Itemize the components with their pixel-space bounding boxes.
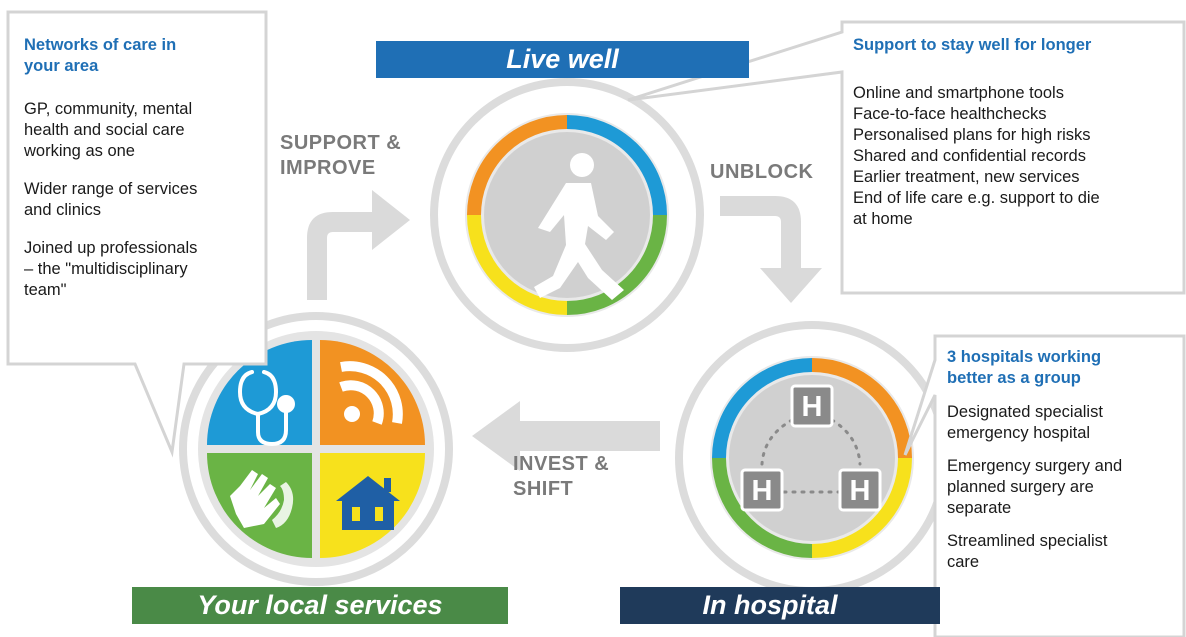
callout-stay-well-item: at home [853,210,913,228]
callout-networks-item: Wider range of services and clinics [24,179,262,221]
banner-live-well: Live well [506,44,619,74]
callout-stay-well-list: Online and smartphone tools Face-to-face… [853,83,1178,230]
callout-hospitals-item2-line1: Emergency surgery and [947,457,1123,475]
callout-stay-well: Support to stay well for longer Online a… [853,35,1178,230]
hospital-circle: H H H [675,321,949,595]
callout-hospitals-item1-line2: emergency hospital [947,424,1091,442]
callout-stay-well-item: Shared and confidential records [853,147,1086,165]
ring-green [566,214,667,315]
callout-stay-well-item: Personalised plans for high risks [853,126,1091,144]
ring-blue [566,115,667,216]
callout-hospitals-item3-line1: Streamlined specialist [947,532,1108,550]
hospital-h-icon: H H H [740,384,882,512]
hands-icon [230,470,294,528]
callout-hospitals-title-line1: 3 hospitals working [947,348,1102,366]
hospital-letter-left: H [752,475,773,507]
callout-hospitals-title-line2: better as a group [947,369,1081,387]
callout-networks-item1-line1: GP, community, mental [24,100,193,118]
callout-frames [6,10,1186,637]
stethoscope-icon [237,370,295,447]
callout-networks-item3-line2: – the "multidisciplinary [24,260,188,278]
callout-hospitals-item: Emergency surgery and planned surgery ar… [947,456,1179,519]
callout-stay-well-item: Face-to-face healthchecks [853,105,1047,123]
rss-icon [339,361,403,425]
callout-hospitals-item2-line3: separate [947,499,1012,517]
hospital-letter-right: H [850,475,871,507]
callout-networks-item1-line3: working as one [24,142,135,160]
callout-networks-title: Networks of care in your area [24,35,262,77]
callout-networks-item: Joined up professionals – the "multidisc… [24,238,262,301]
label-support-improve-line1: SUPPORT & [280,132,402,154]
label-support-improve: SUPPORT & IMPROVE [280,131,401,181]
callout-hospitals-item: Streamlined specialist care [947,531,1179,573]
callout-hospitals-item1-line1: Designated specialist [947,403,1103,421]
callout-networks-title-line2: your area [24,57,99,75]
ring-yellow [467,214,568,315]
callout-networks-title-line1: Networks of care in [24,36,177,54]
callout-hospitals-title: 3 hospitals working better as a group [947,347,1179,389]
callout-stay-well-item: Online and smartphone tools [853,84,1064,102]
ring-yellow-h [811,457,912,558]
ring-green-h [712,457,813,558]
callout-hospitals-item2-line2: planned surgery are [947,478,1094,496]
callout-networks-item2-line1: Wider range of services [24,180,198,198]
hospital-connectors [760,418,862,494]
callout-hospitals-item3-line2: care [947,553,980,571]
arrow-invest-shift [472,401,660,471]
flow-arrows [307,190,822,471]
ring-orange [467,115,568,216]
banner-hospital-bg [620,587,940,624]
local-services-circle [179,312,453,586]
label-invest-shift: INVEST & SHIFT [513,452,609,502]
callout-networks-item1-line2: health and social care [24,121,185,139]
home-icon [336,476,400,530]
ring-orange-h [811,358,912,459]
banner-local-bg [132,587,508,624]
label-unblock: UNBLOCK [710,161,814,183]
label-invest-shift-line2: SHIFT [513,478,574,500]
banner-live-well-bg [376,41,749,78]
walking-person-icon [534,153,624,300]
callout-networks: Networks of care in your area GP, commun… [24,35,262,301]
callout-hospitals-item: Designated specialist emergency hospital [947,402,1179,444]
arrow-unblock [720,196,822,303]
arrow-support-improve [307,190,410,300]
label-invest-shift-line1: INVEST & [513,453,610,475]
callout-networks-item3-line3: team" [24,281,67,299]
banner-in-hospital: In hospital [702,590,838,620]
live-well-circle [430,78,704,352]
label-support-improve-line2: IMPROVE [280,157,376,179]
hospital-letter-top: H [802,391,823,423]
callout-networks-item3-line1: Joined up professionals [24,239,198,257]
ring-blue-h [712,358,813,459]
callout-stay-well-title: Support to stay well for longer [853,36,1092,54]
callout-networks-item2-line2: and clinics [24,201,102,219]
callout-networks-item: GP, community, mental health and social … [24,99,262,162]
banner-local-services: Your local services [197,590,443,620]
callout-hospitals: 3 hospitals working better as a group De… [947,347,1179,573]
callout-stay-well-item: End of life care e.g. support to die [853,189,1100,207]
callout-stay-well-item: Earlier treatment, new services [853,168,1080,186]
